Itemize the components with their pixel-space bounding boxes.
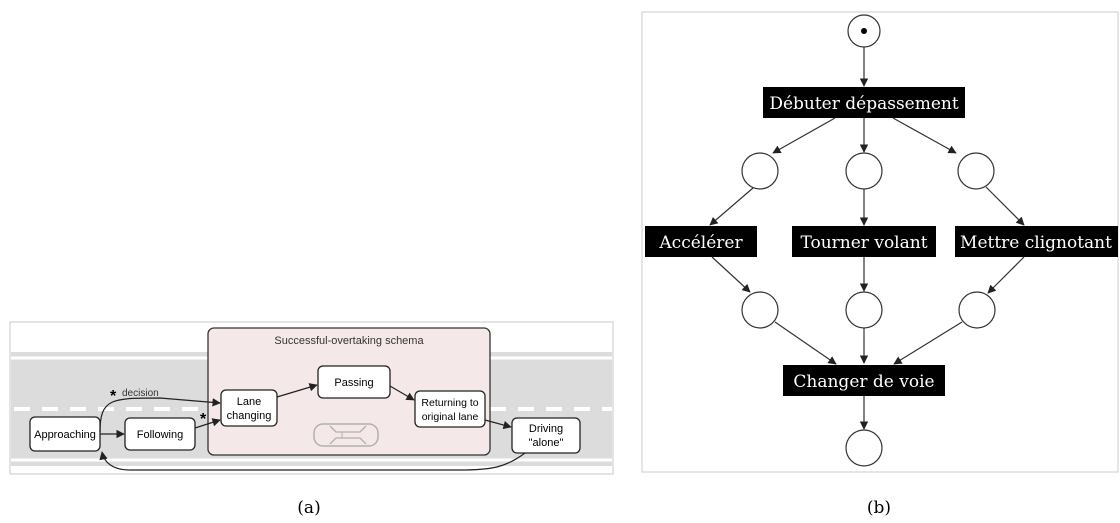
place-p1 <box>741 152 779 190</box>
state-lane-changing: Lane changing <box>220 389 278 427</box>
svg-text:changing: changing <box>227 410 272 422</box>
panel-a: Successful-overtaking schema Approaching… <box>9 321 614 518</box>
svg-text:Passing: Passing <box>334 377 373 389</box>
svg-text:Changer de voie: Changer de voie <box>793 372 934 392</box>
place-p3 <box>957 152 995 190</box>
svg-text:Lane: Lane <box>237 396 261 408</box>
state-returning: Returning to original lane <box>414 390 486 428</box>
place-p5 <box>845 291 883 329</box>
svg-text:Mettre clignotant: Mettre clignotant <box>960 233 1112 253</box>
state-driving-alone: Driving "alone" <box>511 417 581 454</box>
place-p4 <box>741 291 779 329</box>
state-passing: Passing <box>317 365 391 399</box>
transition-tourner-volant: Tourner volant <box>792 226 936 257</box>
panel-b: Débuter dépassement Accélérer Tourner vo… <box>641 11 1119 518</box>
svg-text:Tourner volant: Tourner volant <box>800 233 927 253</box>
arc-p4-changer <box>774 321 837 365</box>
transition-accelerer: Accélérer <box>645 226 757 257</box>
star-decision: * <box>110 388 117 405</box>
arc-p1-accelerer <box>709 187 754 226</box>
arc-debuter-place-right <box>892 117 957 154</box>
arc-p3-mettre <box>985 186 1025 226</box>
caption-a: (a) <box>297 498 320 518</box>
svg-text:Following: Following <box>137 429 183 441</box>
arrow-approaching-lanechange <box>99 397 221 433</box>
svg-text:Driving: Driving <box>529 423 563 435</box>
arrow-driving-approaching <box>99 451 526 471</box>
arrow-lanechange-passing <box>276 383 318 398</box>
svg-text:Approaching: Approaching <box>34 429 96 441</box>
car-icon <box>313 423 379 447</box>
arc-mettre-p6 <box>987 256 1025 294</box>
place-end <box>845 429 883 467</box>
arrow-following-lanechange <box>194 418 221 429</box>
transition-mettre-clignotant: Mettre clignotant <box>955 226 1118 257</box>
arrow-passing-returning <box>389 385 415 401</box>
arc-p6-changer <box>893 321 963 365</box>
transition-changer-de-voie: Changer de voie <box>783 365 945 396</box>
arrow-returning-driving <box>484 419 512 430</box>
transition-debuter-depassement: Débuter dépassement <box>763 87 965 118</box>
decision-label: decision <box>122 388 159 399</box>
svg-text:Débuter dépassement: Débuter dépassement <box>769 94 959 114</box>
token-icon <box>861 28 867 34</box>
svg-text:Returning to: Returning to <box>421 397 478 409</box>
place-start <box>847 14 881 48</box>
caption-b: (b) <box>867 498 891 518</box>
svg-text:Accélérer: Accélérer <box>658 233 743 253</box>
place-p2 <box>845 152 883 190</box>
arc-debuter-place-left <box>772 117 836 154</box>
svg-text:original lane: original lane <box>422 411 479 423</box>
arc-accelerer-p4 <box>711 256 751 293</box>
state-following: Following <box>124 417 196 451</box>
svg-text:"alone": "alone" <box>529 437 564 449</box>
schema-title: Successful-overtaking schema <box>274 335 424 347</box>
star-following: * <box>200 411 207 428</box>
place-p6 <box>958 291 996 329</box>
state-approaching: Approaching <box>29 416 101 452</box>
